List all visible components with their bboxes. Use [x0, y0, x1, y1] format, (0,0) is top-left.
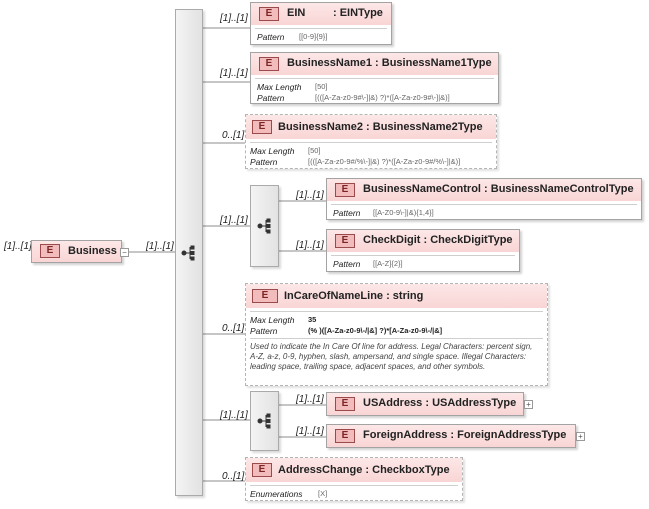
- address-sequence-multiplicity: [1]..[1]: [220, 410, 248, 421]
- divider: [250, 142, 492, 143]
- element-incareofnameline[interactable]: E InCareOfNameLine : string Max Length 35…: [245, 283, 548, 386]
- element-badge: E: [252, 463, 272, 477]
- element-badge: E: [259, 7, 279, 21]
- element-businessnamecontrol[interactable]: E BusinessNameControl : BusinessNameCont…: [326, 178, 642, 220]
- prop-value: [(([A-Za-z0-9#/%\-]|&) ?)*([A-Za-z0-9#/%…: [308, 157, 461, 166]
- element-foreignaddress[interactable]: E ForeignAddress : ForeignAddressType: [326, 424, 576, 448]
- prop-key: Pattern: [250, 326, 278, 336]
- prop-value: [[A-Z]{2}]: [373, 259, 403, 268]
- element-badge: E: [40, 244, 60, 258]
- divider: [255, 78, 494, 79]
- divider: [250, 338, 543, 339]
- element-title: AddressChange : CheckboxType: [278, 464, 450, 476]
- element-business[interactable]: E Business: [31, 240, 122, 263]
- element-usaddress[interactable]: E USAddress : USAddressType: [326, 392, 524, 416]
- prop-value: [X]: [318, 489, 328, 498]
- prop-key: Enumerations: [250, 489, 303, 499]
- prop-value: (% )([A-Za-z0-9\-/|&] ?)*[A-Za-z0-9\-/|&…: [308, 326, 443, 335]
- divider: [250, 311, 543, 312]
- divider: [331, 255, 515, 256]
- prop-key: Max Length: [250, 146, 295, 156]
- sequence-icon: [257, 218, 271, 234]
- prop-key: Pattern: [333, 208, 361, 218]
- element-addresschange[interactable]: E AddressChange : CheckboxType Enumerati…: [245, 457, 463, 501]
- expand-toggle[interactable]: +: [524, 400, 533, 409]
- expand-toggle[interactable]: +: [576, 432, 585, 441]
- prop-key: Pattern: [250, 157, 278, 167]
- sequence-icon: [181, 245, 195, 261]
- element-badge: E: [335, 429, 355, 443]
- element-badge: E: [335, 183, 355, 197]
- collapse-toggle[interactable]: −: [120, 248, 129, 257]
- element-title: BusinessNameControl : BusinessNameContro…: [363, 183, 634, 195]
- element-badge: E: [259, 57, 279, 71]
- element-title: USAddress : USAddressType: [363, 397, 517, 409]
- prop-value: [[A-Z0-9\-]|&){1,4}]: [373, 208, 434, 217]
- divider: [255, 28, 387, 29]
- sequence-icon: [257, 413, 271, 429]
- usaddress-multiplicity: [1]..[1]: [296, 394, 324, 405]
- prop-key: Max Length: [250, 315, 295, 325]
- element-title: ForeignAddress : ForeignAddressType: [363, 429, 567, 441]
- name-sequence-compositor[interactable]: [250, 185, 279, 267]
- divider: [331, 204, 637, 205]
- element-type: : EINType: [333, 7, 383, 19]
- name-sequence-multiplicity: [1]..[1]: [220, 215, 248, 226]
- checkdigit-multiplicity: [1]..[1]: [296, 240, 324, 251]
- prop-value: [50]: [315, 82, 328, 91]
- element-title: Business: [68, 245, 117, 257]
- element-businessname2[interactable]: E BusinessName2 : BusinessName2Type Max …: [245, 114, 497, 169]
- prop-key: Pattern: [333, 259, 361, 269]
- element-ein[interactable]: E EIN : EINType Pattern [[0-9]{9}]: [250, 2, 392, 45]
- element-title: EIN: [287, 7, 306, 19]
- prop-key: Pattern: [257, 93, 285, 103]
- sequence-compositor[interactable]: [175, 9, 203, 496]
- element-badge: E: [252, 120, 272, 134]
- root-multiplicity: [1]..[1]: [4, 241, 32, 252]
- address-sequence-compositor[interactable]: [250, 391, 279, 451]
- businessnamecontrol-multiplicity: [1]..[1]: [296, 190, 324, 201]
- prop-key: Pattern: [257, 32, 285, 42]
- ein-multiplicity: [1]..[1]: [220, 13, 248, 24]
- element-title: InCareOfNameLine : string: [284, 290, 424, 302]
- element-badge: E: [335, 397, 355, 411]
- prop-value: [50]: [308, 146, 321, 155]
- businessname2-multiplicity: 0..[1]: [222, 130, 245, 141]
- divider: [250, 485, 458, 486]
- element-checkdigit[interactable]: E CheckDigit : CheckDigitType Pattern [[A…: [326, 229, 520, 272]
- sequence-multiplicity: [1]..[1]: [146, 241, 174, 252]
- element-businessname1[interactable]: E BusinessName1 : BusinessName1Type Max …: [250, 52, 499, 104]
- element-title: CheckDigit : CheckDigitType: [363, 234, 513, 246]
- element-title: BusinessName2 : BusinessName2Type: [278, 121, 483, 133]
- businessname1-multiplicity: [1]..[1]: [220, 68, 248, 79]
- element-title: BusinessName1 : BusinessName1Type: [287, 57, 492, 69]
- element-badge: E: [335, 234, 355, 248]
- element-badge: E: [252, 289, 278, 303]
- foreignaddress-multiplicity: [1]..[1]: [296, 426, 324, 437]
- prop-value: 35: [308, 315, 317, 324]
- incareofnameline-multiplicity: 0..[1]: [222, 323, 245, 334]
- prop-value: [[0-9]{9}]: [299, 32, 328, 41]
- prop-key: Max Length: [257, 82, 302, 92]
- element-documentation: Used to indicate the In Care Of line for…: [250, 342, 533, 371]
- addresschange-multiplicity: 0..[1]: [222, 471, 245, 482]
- prop-value: [(([A-Za-z0-9#\-]|&) ?)*([A-Za-z0-9#\-]|…: [315, 93, 450, 102]
